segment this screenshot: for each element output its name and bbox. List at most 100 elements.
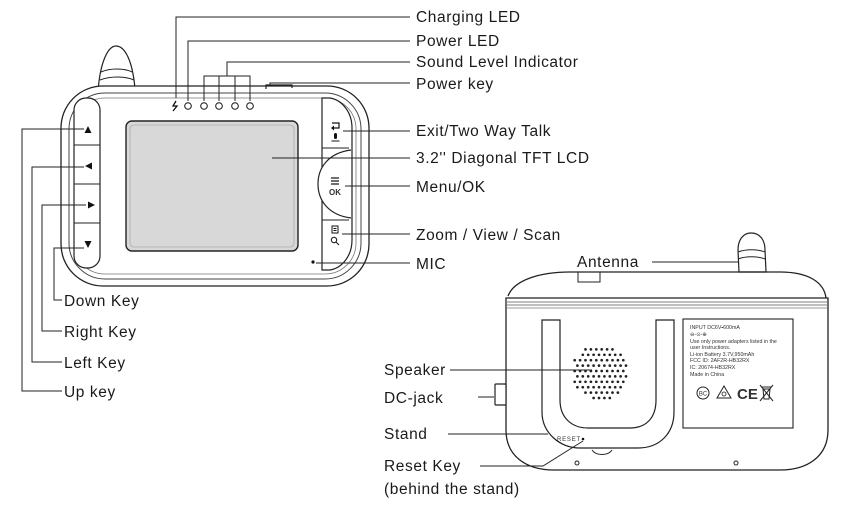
ok-text: OK xyxy=(329,188,341,197)
rating-line2: ⊖-⊙-⊕ xyxy=(690,332,707,338)
speaker-hole xyxy=(597,364,601,367)
speaker-hole xyxy=(613,385,617,389)
speaker-hole xyxy=(603,364,606,367)
speaker-hole xyxy=(597,375,601,378)
label-dc-jack: DC-jack xyxy=(384,390,443,407)
label-reset-key-note: (behind the stand) xyxy=(384,481,520,498)
speaker-hole xyxy=(576,385,579,389)
weee-bin-icon xyxy=(759,384,774,402)
reset-text: RESET xyxy=(557,437,581,443)
speaker-hole xyxy=(594,369,598,373)
power-led xyxy=(184,102,192,110)
speaker-hole xyxy=(605,369,609,373)
speaker-hole xyxy=(603,375,606,378)
speaker-hole xyxy=(592,385,595,389)
speaker-hole xyxy=(621,358,625,362)
speaker-hole xyxy=(573,380,577,384)
speaker-hole xyxy=(616,358,620,362)
up-arrow-icon[interactable] xyxy=(84,126,92,133)
speaker-hole xyxy=(597,385,601,389)
speaker-hole xyxy=(589,380,593,384)
back-top-edge xyxy=(507,271,827,299)
rating-line1: INPUT DC6V⏓600mA xyxy=(690,325,740,331)
speaker-hole xyxy=(611,358,614,362)
stand xyxy=(541,319,675,449)
speaker-hole xyxy=(603,353,606,357)
speaker-hole xyxy=(619,364,622,367)
speaker-hole xyxy=(584,348,587,351)
bc-mark-text: BC xyxy=(699,392,708,398)
talk-icon[interactable] xyxy=(331,122,340,142)
left-button-bar xyxy=(73,97,101,269)
speaker-hole xyxy=(594,348,598,351)
speaker-hole xyxy=(581,353,585,357)
speaker-hole xyxy=(600,391,604,394)
recycle-mark-icon xyxy=(716,385,732,399)
lcd-screen xyxy=(125,120,299,252)
label-up-key: Up key xyxy=(64,384,116,401)
speaker-hole xyxy=(589,348,593,351)
dc-jack[interactable] xyxy=(494,383,507,406)
label-lcd: 3.2'' Diagonal TFT LCD xyxy=(416,150,590,167)
speaker-hole xyxy=(605,380,609,384)
front-antenna xyxy=(97,45,137,97)
label-charging-led: Charging LED xyxy=(416,9,521,26)
right-arrow-icon[interactable] xyxy=(88,201,95,209)
label-power-led: Power LED xyxy=(416,33,500,50)
left-arrow-icon[interactable] xyxy=(85,162,92,170)
speaker-hole xyxy=(589,391,593,394)
label-right-key: Right Key xyxy=(64,324,137,341)
sound-led-1 xyxy=(200,102,208,110)
speaker-hole xyxy=(600,369,604,373)
down-arrow-icon[interactable] xyxy=(84,241,92,248)
speaker-hole xyxy=(592,364,595,367)
speaker-hole xyxy=(616,391,620,394)
speaker-hole xyxy=(578,380,582,384)
speaker-hole xyxy=(605,358,609,362)
speaker-hole xyxy=(624,364,628,367)
speaker-hole xyxy=(586,353,590,357)
speaker-hole xyxy=(621,369,625,373)
speaker-hole xyxy=(600,380,604,384)
sound-led-3 xyxy=(231,102,239,110)
sound-led-4 xyxy=(246,102,254,110)
speaker-hole xyxy=(584,380,587,384)
speaker-hole xyxy=(592,375,595,378)
menu-icon[interactable] xyxy=(331,177,339,185)
back-view: RESET INPUT DC6V⏓600mA ⊖-⊙-⊕ Use only po… xyxy=(494,232,829,471)
speaker-hole xyxy=(576,364,579,367)
speaker-hole xyxy=(586,375,590,378)
speaker-hole xyxy=(608,375,612,378)
label-stand: Stand xyxy=(384,426,428,443)
speaker-grille xyxy=(573,348,628,400)
speaker-hole xyxy=(576,375,579,378)
label-mic: MIC xyxy=(416,256,446,273)
speaker-hole xyxy=(586,385,590,389)
speaker-hole xyxy=(589,358,593,362)
back-antenna xyxy=(737,232,767,273)
rating-line7: IC: 20674-HB32RX xyxy=(690,365,736,371)
speaker-hole xyxy=(584,391,587,394)
callout-labels: Charging LED Power LED Sound Level Indic… xyxy=(64,9,638,498)
speaker-hole xyxy=(608,364,612,367)
speaker-hole xyxy=(581,375,585,378)
speaker-hole xyxy=(608,353,612,357)
speaker-hole xyxy=(613,364,617,367)
speaker-hole xyxy=(597,396,601,400)
power-key[interactable] xyxy=(265,84,293,89)
speaker-hole xyxy=(578,358,582,362)
label-power-key: Power key xyxy=(416,76,494,93)
speaker-hole xyxy=(600,358,604,362)
speaker-hole xyxy=(581,385,585,389)
label-zoom-view-scan: Zoom / View / Scan xyxy=(416,227,561,244)
label-speaker: Speaker xyxy=(384,362,446,379)
front-view: OK xyxy=(60,45,370,287)
sound-led-2 xyxy=(215,102,223,110)
zoom-icon[interactable] xyxy=(330,225,340,246)
label-down-key: Down Key xyxy=(64,293,139,310)
mic-hole xyxy=(311,260,315,264)
label-left-key: Left Key xyxy=(64,355,126,372)
speaker-hole xyxy=(624,375,628,378)
speaker-hole xyxy=(594,380,598,384)
